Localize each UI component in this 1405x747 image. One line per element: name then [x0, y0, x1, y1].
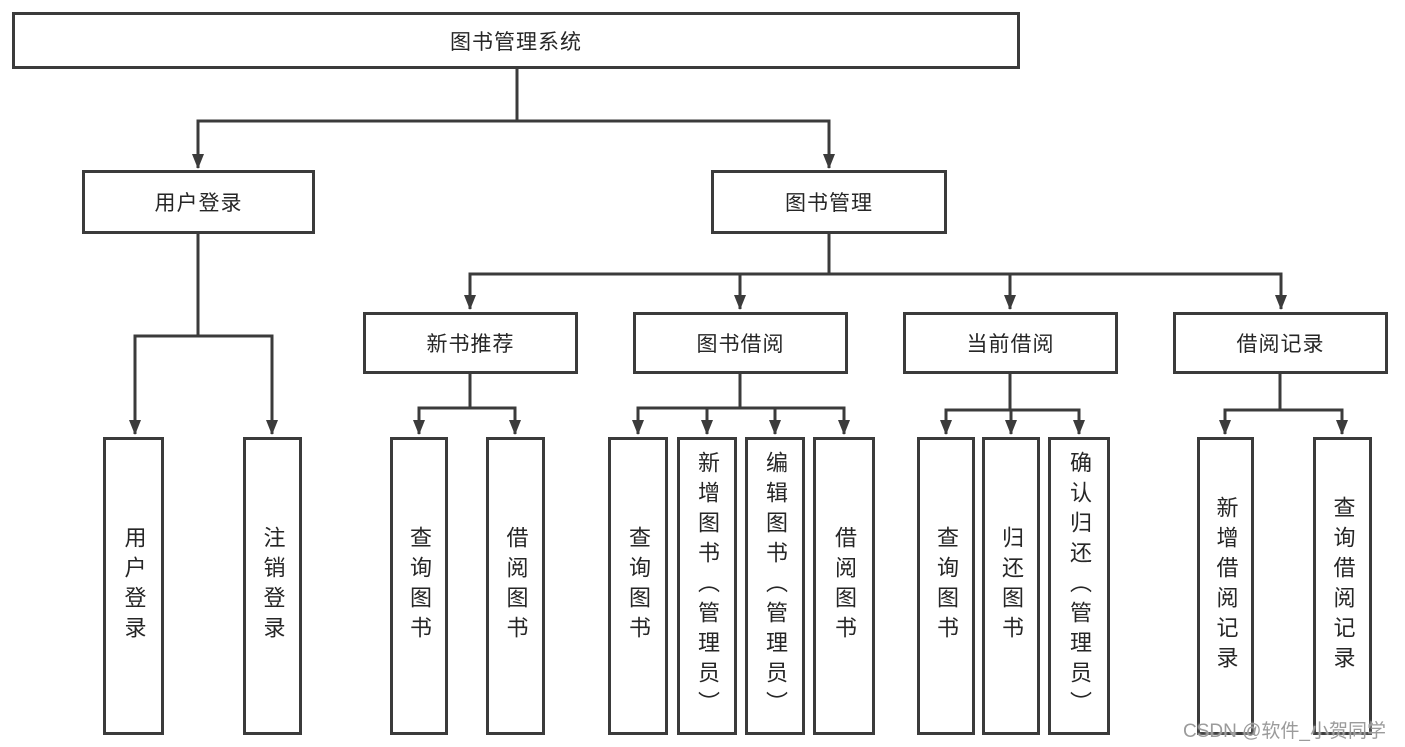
node-new-book-recommend: 新书推荐: [363, 312, 578, 374]
node-book-management: 图书管理: [711, 170, 947, 234]
leaf-currentborrow-confirm-return-admin-label: 确认归还（管理员）: [1067, 451, 1092, 721]
leaf-currentborrow-return-books-label: 归还图书: [999, 526, 1024, 646]
leaf-user-login-label: 用户登录: [121, 526, 147, 646]
leaf-user-login: 用户登录: [103, 437, 164, 735]
node-borrow-records-label: 借阅记录: [1236, 333, 1325, 356]
leaf-currentborrow-query-books: 查询图书: [917, 437, 975, 735]
leaf-records-query-record: 查询借阅记录: [1313, 437, 1372, 735]
leaf-logout-label: 注销登录: [260, 526, 286, 646]
leaf-bookborrow-query-books-label: 查询图书: [626, 526, 651, 646]
leaf-bookborrow-edit-books-admin: 编辑图书（管理员）: [745, 437, 805, 735]
leaf-records-query-record-label: 查询借阅记录: [1330, 496, 1356, 676]
node-root: 图书管理系统: [12, 12, 1020, 69]
leaf-currentborrow-confirm-return-admin: 确认归还（管理员）: [1048, 437, 1110, 735]
leaf-records-add-record-label: 新增借阅记录: [1213, 496, 1239, 676]
node-user-login: 用户登录: [82, 170, 315, 234]
csdn-watermark: CSDN @软件_小贺同学: [1183, 721, 1386, 742]
node-borrow-records: 借阅记录: [1173, 312, 1388, 374]
leaf-currentborrow-return-books: 归还图书: [982, 437, 1040, 735]
leaf-newbooks-borrow-books-label: 借阅图书: [503, 526, 529, 646]
leaf-logout: 注销登录: [243, 437, 302, 735]
leaf-bookborrow-add-books-admin-label: 新增图书（管理员）: [695, 451, 720, 721]
node-new-book-recommend-label: 新书推荐: [426, 333, 515, 356]
leaf-currentborrow-query-books-label: 查询图书: [934, 526, 959, 646]
leaf-newbooks-query-books-label: 查询图书: [407, 526, 432, 646]
node-user-login-label: 用户登录: [154, 192, 243, 215]
node-current-borrowing-label: 当前借阅: [966, 333, 1055, 356]
leaf-bookborrow-borrow-books: 借阅图书: [813, 437, 875, 735]
leaf-bookborrow-query-books: 查询图书: [608, 437, 668, 735]
leaf-bookborrow-edit-books-admin-label: 编辑图书（管理员）: [763, 451, 788, 721]
node-book-borrowing: 图书借阅: [633, 312, 848, 374]
leaf-bookborrow-borrow-books-label: 借阅图书: [832, 526, 857, 646]
node-book-management-label: 图书管理: [785, 192, 873, 215]
leaf-newbooks-query-books: 查询图书: [390, 437, 448, 735]
node-current-borrowing: 当前借阅: [903, 312, 1118, 374]
leaf-bookborrow-add-books-admin: 新增图书（管理员）: [677, 437, 737, 735]
node-root-label: 图书管理系统: [450, 30, 582, 54]
leaf-records-add-record: 新增借阅记录: [1197, 437, 1254, 735]
leaf-newbooks-borrow-books: 借阅图书: [486, 437, 545, 735]
node-book-borrowing-label: 图书借阅: [696, 333, 785, 356]
